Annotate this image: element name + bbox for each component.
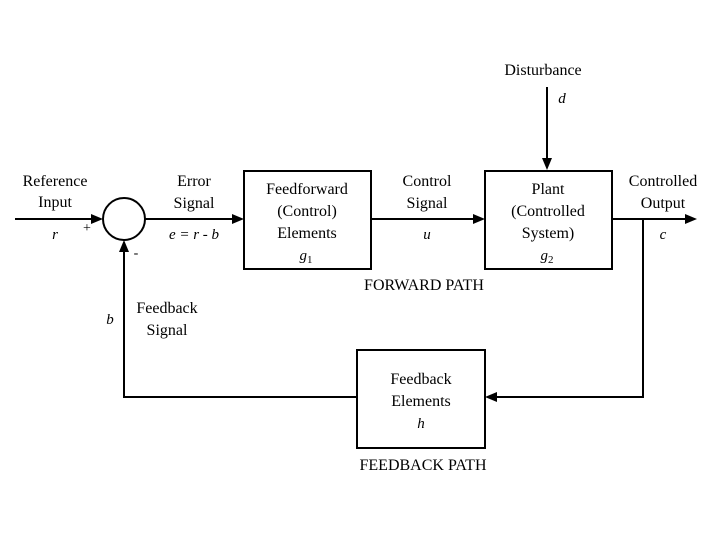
feedback-branch-line bbox=[496, 219, 644, 398]
control-signal-arrowhead bbox=[473, 214, 485, 224]
feedback-transfer-function: h bbox=[417, 416, 425, 432]
feedforward-elements-block bbox=[243, 170, 372, 270]
minus-sign: - bbox=[134, 246, 139, 261]
reference-variable: r bbox=[52, 227, 58, 243]
forward-path-caption: FORWARD PATH bbox=[364, 277, 484, 294]
plant-label-3: System) bbox=[522, 225, 574, 242]
error-signal-arrowhead bbox=[232, 214, 244, 224]
feedforward-var: g bbox=[300, 248, 308, 264]
reference-input-label-2: Input bbox=[38, 194, 72, 211]
plant-var: g bbox=[541, 248, 549, 264]
disturbance-label: Disturbance bbox=[504, 62, 581, 79]
summing-junction bbox=[102, 197, 146, 241]
output-variable: c bbox=[660, 227, 667, 243]
feedback-elements-label-2: Elements bbox=[391, 393, 451, 410]
control-signal-label: Control bbox=[403, 173, 452, 190]
feedback-elements-label: Feedback bbox=[390, 371, 451, 388]
disturbance-arrowhead bbox=[542, 158, 552, 170]
plant-label: Plant bbox=[532, 181, 565, 198]
feedback-signal-label-2: Signal bbox=[147, 322, 188, 339]
controlled-output-label: Controlled bbox=[629, 173, 697, 190]
control-variable: u bbox=[423, 227, 431, 243]
plus-sign: + bbox=[83, 221, 91, 236]
feedback-elements-block bbox=[356, 349, 486, 449]
plant-subscript: 2 bbox=[548, 254, 554, 266]
feedback-branch-arrowhead bbox=[485, 392, 497, 402]
feedforward-transfer-function: g1 bbox=[300, 248, 313, 266]
error-signal-label-2: Signal bbox=[174, 195, 215, 212]
feedback-variable: b bbox=[106, 312, 114, 328]
controlled-output-arrowhead bbox=[685, 214, 697, 224]
plant-label-2: (Controlled bbox=[511, 203, 585, 220]
feedback-signal-arrowhead bbox=[119, 240, 129, 252]
plant-block bbox=[484, 170, 613, 270]
feedback-path-caption: FEEDBACK PATH bbox=[360, 457, 487, 474]
error-signal-label: Error bbox=[177, 173, 211, 190]
feedforward-label-3: Elements bbox=[277, 225, 337, 242]
feedforward-subscript: 1 bbox=[307, 254, 313, 266]
feedback-signal-label: Feedback bbox=[136, 300, 197, 317]
error-equation: e = r - b bbox=[169, 227, 220, 243]
feedforward-label: Feedforward bbox=[266, 181, 348, 198]
feedback-signal-line bbox=[123, 251, 357, 398]
reference-input-label: Reference bbox=[23, 173, 88, 190]
plant-transfer-function: g2 bbox=[541, 248, 554, 266]
disturbance-variable: d bbox=[558, 91, 566, 107]
feedforward-label-2: (Control) bbox=[277, 203, 337, 220]
control-signal-label-2: Signal bbox=[407, 195, 448, 212]
reference-input-arrowhead bbox=[91, 214, 103, 224]
controlled-output-label-2: Output bbox=[641, 195, 686, 212]
